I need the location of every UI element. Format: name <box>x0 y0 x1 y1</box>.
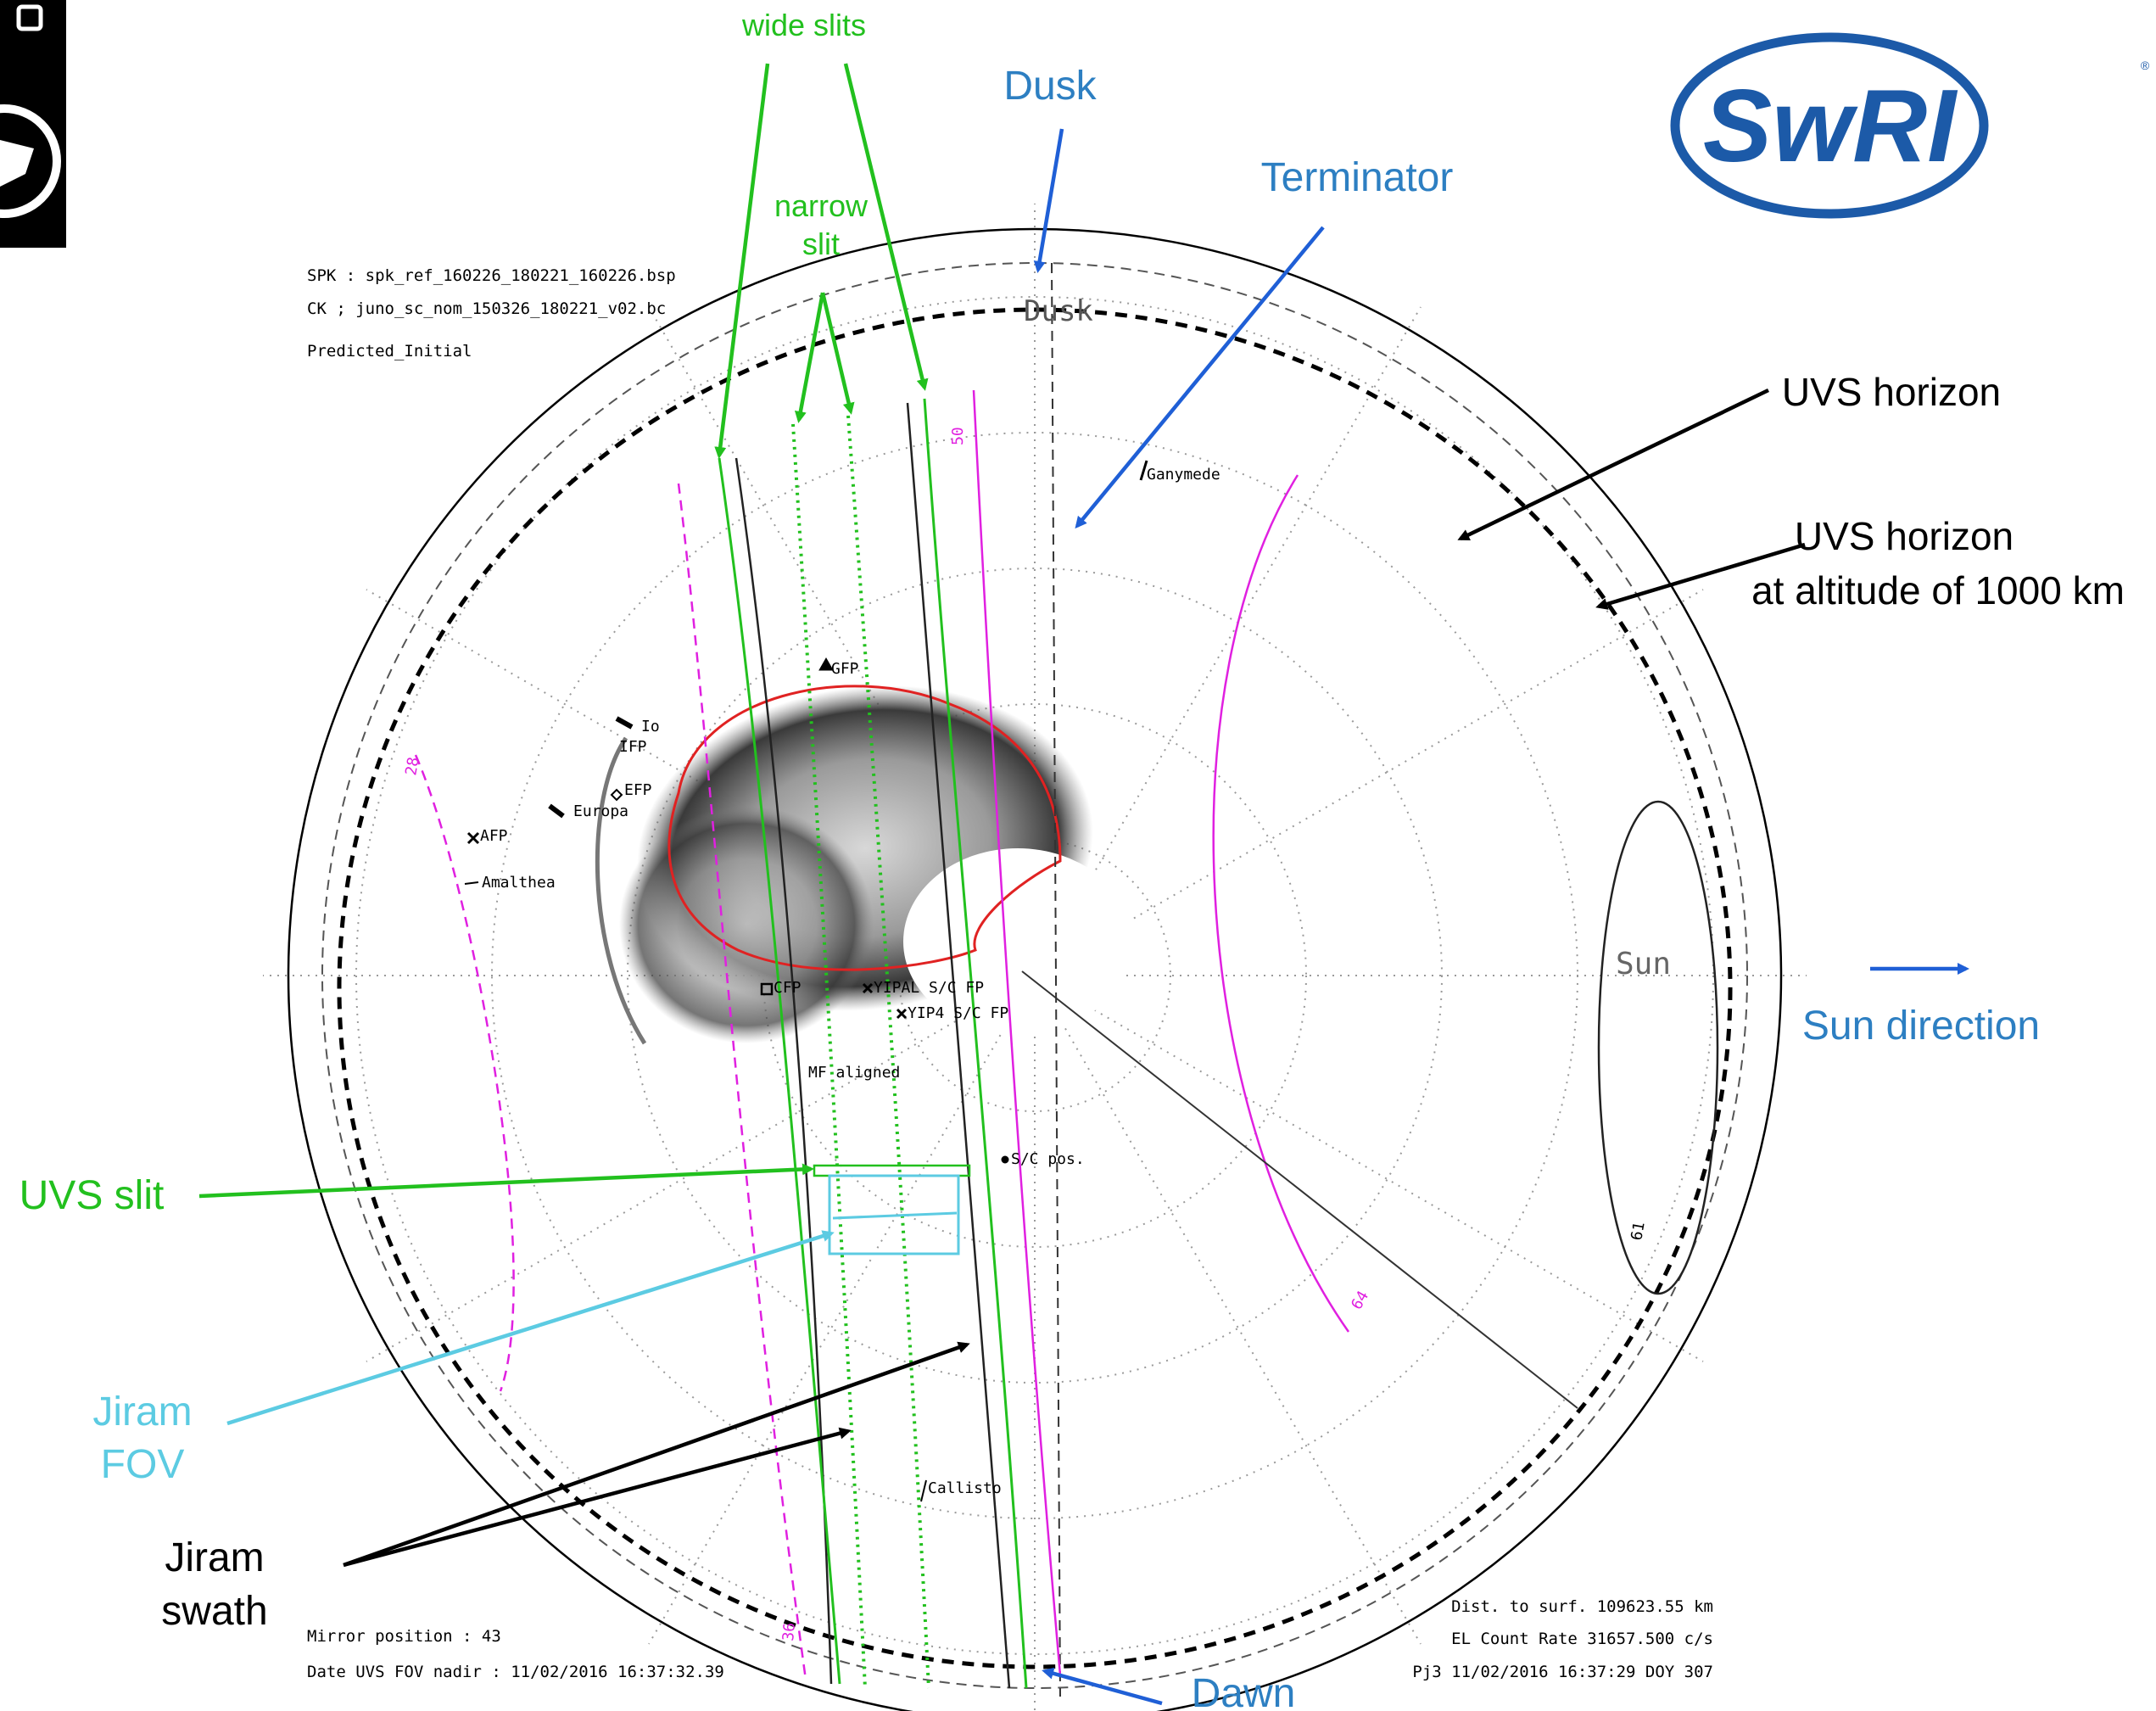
dawn-arrow <box>1042 1667 1163 1706</box>
sun-diagonal-line <box>1021 970 1578 1409</box>
ganymede-marker <box>1139 460 1148 481</box>
yip4-label: YIP4 S/C FP <box>908 1004 1008 1022</box>
dusk-label: Dusk <box>1003 64 1097 109</box>
jiram-fov-label-2: FOV <box>101 1442 185 1487</box>
uvs-horizon-alt-label-2: at altitude of 1000 km <box>1751 568 2125 612</box>
efp-label: EFP <box>624 781 652 799</box>
jiram-swath-arrow-right <box>343 1341 970 1568</box>
mf-aligned-label: MF aligned <box>808 1064 900 1082</box>
uvs-slit-arrow <box>198 1163 814 1199</box>
date-fov-nadir: Date UVS FOV nadir : 11/02/2016 16:37:32… <box>307 1663 724 1681</box>
magenta-line-64 <box>1212 474 1350 1333</box>
polar-plot: Dusk Sun Ganymede Io IFP EFP Europa AFP … <box>263 204 1807 1711</box>
annotation-arrows <box>198 63 1969 1706</box>
magenta-50-label: 50 <box>949 427 967 445</box>
narrow-slit-arrow-right <box>820 292 855 415</box>
app-corner-icon <box>0 0 66 248</box>
count-rate: EL Count Rate 31657.500 c/s <box>1451 1630 1713 1648</box>
magenta-dashed-28 <box>414 754 515 1392</box>
horizon-altitude-circle <box>321 262 1748 1689</box>
dusk-arrow <box>1033 128 1064 273</box>
terminator-line <box>1051 262 1061 1697</box>
amalthea-label: Amalthea <box>482 874 556 892</box>
europa-marker <box>548 803 565 819</box>
magenta-28-label: 28 <box>402 756 422 777</box>
ifp-label: IFP <box>619 738 647 756</box>
efp-marker <box>610 788 623 802</box>
dawn-label: Dawn <box>1192 1671 1296 1711</box>
narrow-slit-right <box>846 415 930 1689</box>
io-track <box>595 736 647 1045</box>
jiram-swath-label-2: swath <box>161 1589 267 1634</box>
wide-slits-arrow-left <box>714 63 770 459</box>
terminator-arrow <box>1075 226 1325 529</box>
callisto-label: Callisto <box>928 1479 1002 1497</box>
narrow-slit-label-1: narrow <box>774 188 869 223</box>
afp-marker <box>466 831 480 845</box>
jiram-fov-box <box>828 1174 960 1255</box>
magenta-36-label: 36 <box>779 1622 799 1641</box>
jiram-swath-left <box>734 457 833 1685</box>
wide-slits-arrow-right <box>843 63 929 391</box>
wide-slit-left <box>718 457 841 1685</box>
magenta-line-50 <box>972 389 1062 1676</box>
narrow-slit-left <box>791 423 867 1689</box>
uvs-slit-label: UVS slit <box>20 1173 165 1218</box>
yipal-label: YIPAL S/C FP <box>874 979 984 997</box>
uvs-horizon-alt-arrow <box>1595 542 1806 610</box>
yip4-marker <box>896 1008 908 1020</box>
europa-label: Europa <box>573 802 628 820</box>
cfp-label: CFP <box>774 979 802 997</box>
yipal-marker <box>862 982 874 994</box>
jiram-swath-label-1: Jiram <box>165 1535 264 1580</box>
plot-sun-label: Sun <box>1616 947 1671 981</box>
jiram-swath-arrow-left <box>343 1427 852 1568</box>
io-marker <box>615 716 634 730</box>
gfp-marker <box>818 657 834 671</box>
amalthea-marker <box>464 881 479 885</box>
jiram-fov-arrow <box>226 1230 835 1426</box>
plot-markers <box>464 460 1148 1502</box>
sc-pos-marker <box>1001 1155 1009 1164</box>
ck-line: CK ; juno_sc_nom_150326_180221_v02.bc <box>307 299 666 318</box>
swri-logo-text: SwRI <box>1703 68 1958 183</box>
uvs-horizon-label: UVS horizon <box>1782 370 2001 414</box>
callisto-marker <box>920 1479 927 1502</box>
mirror-position: Mirror position : 43 <box>307 1627 501 1646</box>
sun-ellipse <box>1597 800 1719 1295</box>
jiram-fov-label-1: Jiram <box>92 1389 192 1434</box>
swri-logo: SwRI ® <box>1670 32 2150 219</box>
aurora-oval <box>619 685 1132 1043</box>
sc-pos-label: S/C pos. <box>1011 1150 1085 1168</box>
outer-circle <box>288 228 1782 1711</box>
magenta-dashed-36 <box>677 483 807 1680</box>
terminator-label: Terminator <box>1261 155 1454 200</box>
wide-slit-right <box>923 398 1028 1689</box>
magenta-64-label: 64 <box>1348 1288 1372 1312</box>
wide-slits-label: wide slits <box>741 8 866 42</box>
uvs-horizon-arrow <box>1457 388 1769 541</box>
narrow-slit-arrow-left <box>794 292 825 423</box>
uvs-slit-box <box>813 1164 971 1177</box>
ganymede-label: Ganymede <box>1147 466 1220 484</box>
jiram-fov-mid <box>832 1211 958 1220</box>
spk-line: SPK : spk_ref_160226_180221_160226.bsp <box>307 266 676 285</box>
pj-date: Pj3 11/02/2016 16:37:29 DOY 307 <box>1412 1663 1713 1681</box>
plot-dusk-label: Dusk <box>1024 294 1093 328</box>
cfp-marker <box>760 982 774 996</box>
prediction-label: Predicted_Initial <box>307 342 472 361</box>
uvs-horizon-circle <box>337 307 1733 1669</box>
narrow-slit-label-2: slit <box>802 226 840 261</box>
afp-label: AFP <box>480 827 508 845</box>
registered-mark: ® <box>2141 59 2150 72</box>
gfp-label: GFP <box>831 660 859 678</box>
sun-61-label: 61 <box>1628 1221 1648 1242</box>
uvs-horizon-alt-label-1: UVS horizon <box>1795 514 2014 558</box>
dist-to-surf: Dist. to surf. 109623.55 km <box>1451 1597 1713 1616</box>
io-label: Io <box>641 718 660 735</box>
sun-direction-label: Sun direction <box>1802 1004 2040 1048</box>
